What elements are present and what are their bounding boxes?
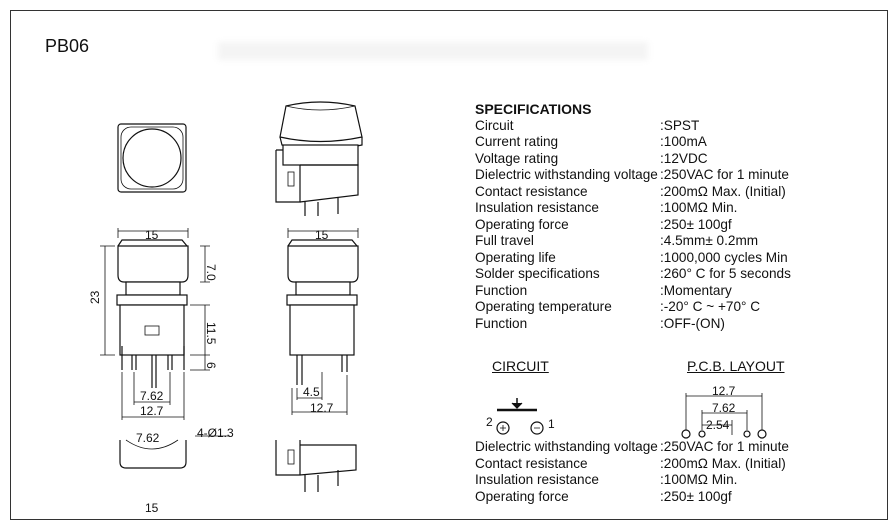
front-view <box>100 228 210 420</box>
pcb-dim-12-7: 12.7 <box>712 384 736 398</box>
spec-value: :-20° C ~ +70° C <box>660 299 761 314</box>
spec-key: Insulation resistance <box>475 472 599 487</box>
spec-key: Operating force <box>475 488 569 504</box>
isometric-view <box>275 101 363 216</box>
dim-side-outer: 12.7 <box>310 401 334 415</box>
spec-value: :250VAC for 1 minute <box>660 167 789 182</box>
spec-key: Operating life <box>475 249 556 265</box>
dim-cap-height: 7.0 <box>204 264 218 281</box>
dim-pin-length: 6 <box>204 362 218 369</box>
bottom-view <box>119 435 230 469</box>
dim-pin-outer: 12.7 <box>140 404 164 418</box>
spec-value: :4.5mm± 0.2mm <box>660 233 759 248</box>
spec-value: :100mA <box>660 134 707 149</box>
bottom-isometric <box>275 440 357 492</box>
spec-key: Full travel <box>475 233 534 248</box>
circuit-pin-2: 2 <box>486 415 493 429</box>
spec-key: Insulation resistance <box>475 200 599 215</box>
spec-key: Contact resistance <box>475 455 588 471</box>
dim-hole-note: 4-Ø1.3 <box>197 426 234 440</box>
spec-key: Operating force <box>475 216 569 232</box>
spec-key: Solder specifications <box>475 266 600 281</box>
dim-bottom: 15 <box>145 501 159 514</box>
dim-total-height: 23 <box>88 290 102 304</box>
spec-value: :250± 100gf <box>660 488 732 504</box>
pcb-dim-2-54: 2.54 <box>706 418 730 432</box>
spec-key: Dielectric withstanding voltage <box>475 167 658 182</box>
pcb-dim-7-62: 7.62 <box>712 401 736 415</box>
spec-value: :250± 100gf <box>660 216 732 232</box>
spec-value: :OFF-(ON) <box>660 315 725 331</box>
spec-key: Voltage rating <box>475 150 559 166</box>
top-view <box>117 123 187 193</box>
blurred-header-band <box>218 42 648 60</box>
spec-value: :1000,000 cycles Min <box>660 249 788 265</box>
pcb-layout <box>681 393 767 439</box>
spec-key: Operating temperature <box>475 299 612 314</box>
dim-body-height: 11.5 <box>204 322 218 345</box>
spec-value: :200mΩ Max. (Initial) <box>660 183 786 199</box>
spec-key: Function <box>475 282 528 298</box>
spec-value: :250VAC for 1 minute <box>660 439 789 454</box>
dim-front-width: 15 <box>145 228 159 242</box>
side-view <box>286 228 359 415</box>
spec-value: :100MΩ Min. <box>660 472 738 487</box>
spec-value: :200mΩ Max. (Initial) <box>660 455 786 471</box>
spec-value: :SPST <box>660 117 700 133</box>
model-number: PB06 <box>45 36 90 56</box>
dim-pin-spacing: 7.62 <box>140 389 164 403</box>
spec-key: Dielectric withstanding voltage <box>475 439 658 454</box>
spec-key: Contact resistance <box>475 183 588 199</box>
dim-side-offset: 4.5 <box>303 385 320 399</box>
spec-key: Function <box>475 315 528 331</box>
spec-title: SPECIFICATIONS <box>475 101 592 117</box>
pcb-layout-title: P.C.B. LAYOUT <box>687 358 785 374</box>
spec-value: :100MΩ Min. <box>660 200 738 215</box>
dim-cut: 7.62 <box>136 431 160 445</box>
dim-side-width: 15 <box>315 228 329 242</box>
spec-key: Circuit <box>475 117 514 133</box>
spec-key: Current rating <box>475 134 559 149</box>
circuit-pin-1: 1 <box>548 417 555 431</box>
circuit-title: CIRCUIT <box>492 358 549 374</box>
circuit-diagram <box>496 398 544 435</box>
spec-value: :260° C for 5 seconds <box>660 266 791 281</box>
spec-value: :12VDC <box>660 150 708 166</box>
spec-value: :Momentary <box>660 282 732 298</box>
